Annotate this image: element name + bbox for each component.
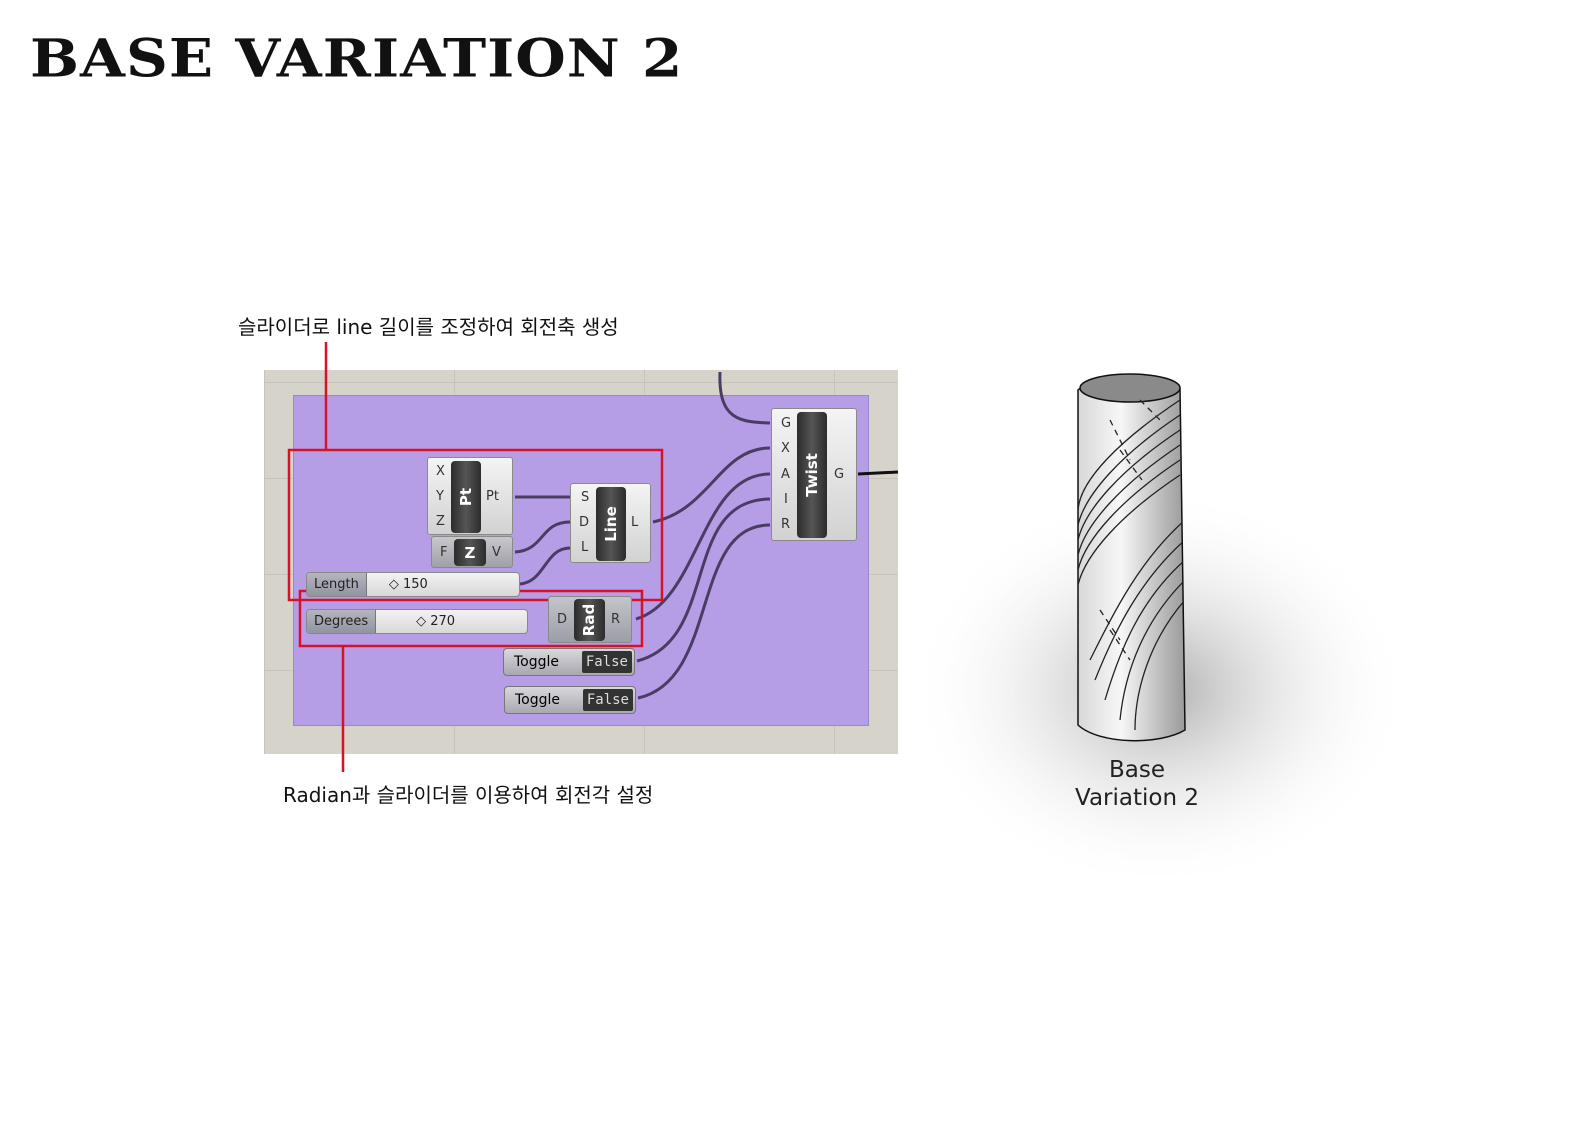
- z-name: Z: [464, 543, 476, 562]
- port-g[interactable]: G: [781, 416, 792, 431]
- line-core: Line: [596, 487, 626, 561]
- port-s[interactable]: S: [581, 490, 590, 505]
- port-r[interactable]: R: [611, 612, 621, 627]
- port-g-out[interactable]: G: [834, 467, 845, 482]
- port-d[interactable]: D: [579, 515, 590, 530]
- port-x[interactable]: X: [436, 464, 445, 479]
- toggle-label: Toggle: [515, 692, 561, 708]
- port-z[interactable]: Z: [436, 514, 445, 529]
- pt-name: Pt: [456, 487, 475, 507]
- port-f[interactable]: F: [440, 545, 448, 560]
- wire: [635, 472, 771, 621]
- rad-name: Rad: [580, 603, 599, 637]
- boolean-toggle-1[interactable]: Toggle False: [503, 648, 635, 676]
- port-d[interactable]: D: [557, 612, 568, 627]
- output-wire: [857, 470, 899, 476]
- wire: [519, 546, 571, 586]
- slider-label: Degrees: [307, 610, 377, 633]
- slider-label: Length: [307, 573, 367, 596]
- port-pt[interactable]: Pt: [486, 489, 499, 504]
- port-i[interactable]: I: [784, 492, 788, 507]
- twist-core: Twist: [797, 412, 827, 538]
- port-l-out[interactable]: L: [631, 515, 639, 530]
- caption-line-1: Base: [1108, 757, 1165, 783]
- port-a[interactable]: A: [781, 467, 790, 482]
- wire: [637, 523, 771, 700]
- render-caption: Base Variation 2: [1060, 756, 1214, 812]
- pt-component[interactable]: X Y Z Pt Pt: [427, 457, 513, 535]
- caption-line-2: Variation 2: [1075, 785, 1199, 811]
- line-name: Line: [602, 506, 620, 542]
- wire: [514, 520, 571, 554]
- length-slider[interactable]: Length ◇ 150: [306, 572, 520, 597]
- pt-core: Pt: [451, 461, 481, 533]
- twist-component[interactable]: G X A I R Twist G: [771, 408, 857, 541]
- length-value: 150: [402, 577, 428, 592]
- rad-core: Rad: [574, 599, 605, 641]
- annotation-bottom: Radian과 슬라이더를 이용하여 회전각 설정: [283, 783, 654, 807]
- port-l[interactable]: L: [581, 540, 589, 555]
- page-title: BASE VARIATION 2: [30, 28, 684, 90]
- slider-value[interactable]: ◇ 150: [388, 577, 428, 592]
- highlight-box-line: [287, 448, 664, 602]
- line-component[interactable]: S D L Line L: [570, 483, 651, 563]
- wire: [652, 446, 771, 524]
- twist-name: Twist: [803, 453, 821, 497]
- port-y[interactable]: Y: [436, 489, 444, 504]
- slider-value[interactable]: ◇ 270: [416, 614, 456, 629]
- boolean-toggle-2[interactable]: Toggle False: [504, 686, 636, 714]
- port-v[interactable]: V: [492, 545, 501, 560]
- wire: [636, 497, 771, 663]
- toggle-value[interactable]: False: [581, 651, 632, 673]
- degrees-slider[interactable]: Degrees ◇ 270: [306, 609, 528, 634]
- twisted-tower-render: [910, 373, 1410, 890]
- annotation-top: 슬라이더로 line 길이를 조정하여 회전축 생성: [238, 315, 619, 339]
- toggle-label: Toggle: [514, 654, 560, 670]
- radians-component[interactable]: D Rad R: [548, 596, 632, 643]
- toggle-value[interactable]: False: [582, 689, 633, 711]
- unit-z-component[interactable]: F Z V: [431, 536, 513, 568]
- wire: [718, 371, 771, 425]
- z-core: Z: [454, 539, 486, 566]
- port-r[interactable]: R: [781, 517, 791, 532]
- degrees-value: 270: [430, 614, 456, 629]
- port-x[interactable]: X: [781, 441, 790, 456]
